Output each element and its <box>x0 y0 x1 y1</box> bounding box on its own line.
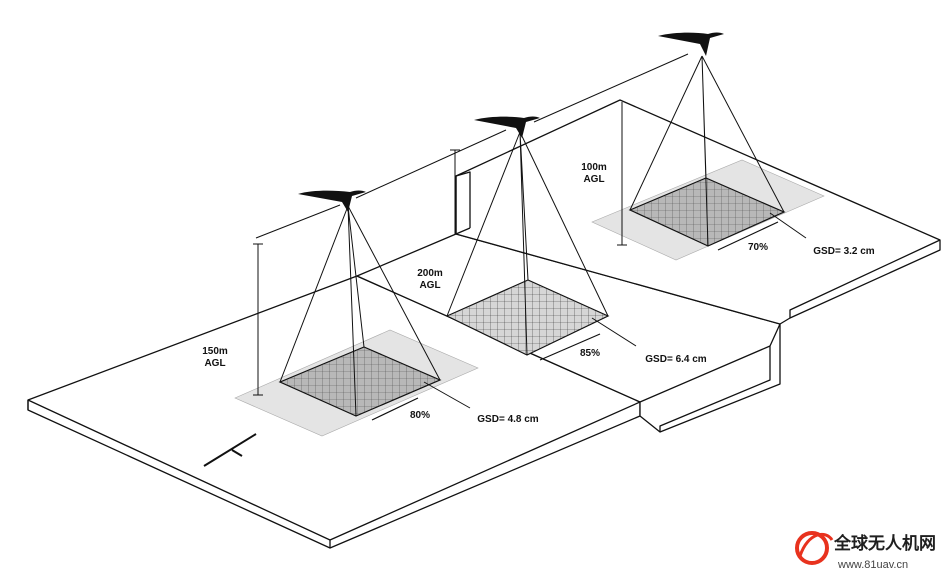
terrain-high-plateau-edge <box>455 171 941 318</box>
altitude-label-high-unit: AGL <box>583 174 604 185</box>
gsd-pointers <box>423 212 807 409</box>
overlap-arrow-high <box>717 221 779 251</box>
footprint-grid-low <box>280 347 440 416</box>
flight-path-line <box>255 53 689 239</box>
footprint-low <box>234 329 479 437</box>
altitude-label-low-value: 150m <box>202 346 228 357</box>
overlap-arrow-mid <box>539 333 601 361</box>
altitude-bar-mid <box>450 149 460 234</box>
terrain-mid-plateau-edge <box>639 323 781 432</box>
watermark: 全球无人机网 www.81uav.cn <box>795 531 936 571</box>
gsd-pointer-high <box>769 212 807 239</box>
gsd-label-high: GSD= 3.2 cm <box>813 246 875 257</box>
altitude-label-high-value: 100m <box>581 162 607 173</box>
footprint-grid-mid <box>447 280 608 355</box>
altitude-bar-low <box>253 243 263 396</box>
watermark-logo-swoosh-icon <box>798 532 834 557</box>
altitude-markers <box>253 102 627 396</box>
terrain-low-plateau-edge <box>27 399 641 548</box>
cone-low <box>279 205 441 417</box>
gsd-pointer-low <box>423 381 471 409</box>
uav-icons <box>298 32 724 212</box>
gsd-pointer-mid <box>591 317 637 347</box>
watermark-site-name: 全球无人机网 <box>833 533 936 554</box>
watermark-site-url: www.81uav.cn <box>837 559 908 571</box>
altitude-bar-high <box>617 102 627 246</box>
altitude-label-low-unit: AGL <box>204 358 225 369</box>
overlap-arrow-low <box>371 397 419 421</box>
uav-icon-low <box>298 190 366 212</box>
cone-high <box>629 55 785 247</box>
gsd-label-mid: GSD= 6.4 cm <box>645 354 707 365</box>
overlap-arrows <box>371 221 779 421</box>
overlap-label-high: 70% <box>748 242 768 253</box>
launch-ramp-icon <box>203 433 257 467</box>
uav-icon-high <box>658 32 724 56</box>
uav-icon-mid <box>474 116 540 138</box>
overlap-label-low: 80% <box>410 410 430 421</box>
altitude-label-mid-unit: AGL <box>419 280 440 291</box>
gsd-label-low: GSD= 4.8 cm <box>477 414 539 425</box>
cone-mid <box>446 131 609 356</box>
view-cones <box>279 55 785 417</box>
altitude-label-mid-value: 200m <box>417 268 443 279</box>
overlap-label-mid: 85% <box>580 348 600 359</box>
watermark-logo-icon <box>795 531 829 565</box>
